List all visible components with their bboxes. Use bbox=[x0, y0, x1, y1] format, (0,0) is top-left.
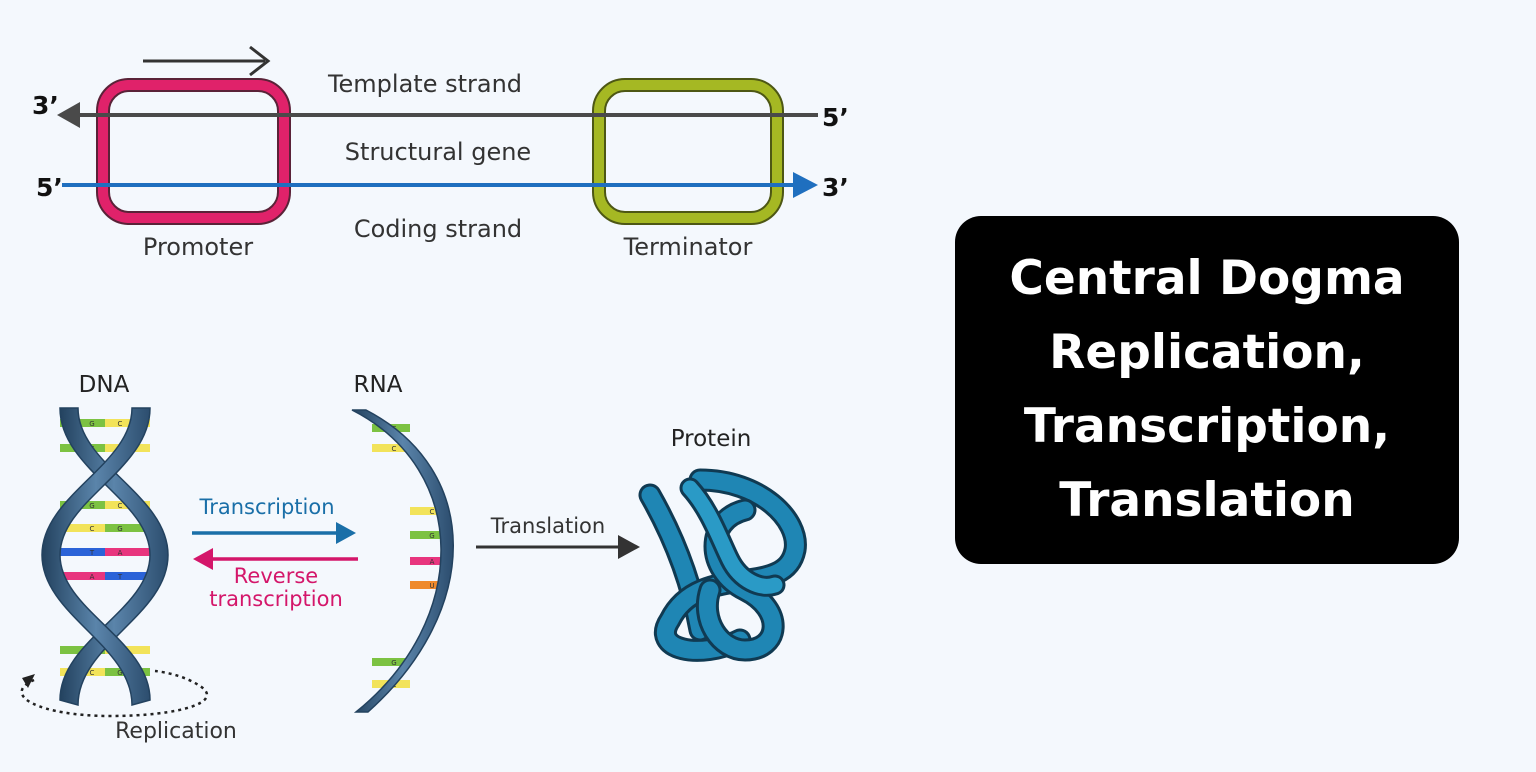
reverse-transcription-arrow bbox=[193, 548, 358, 570]
title-line-4: Translation bbox=[1059, 473, 1355, 528]
rna-base-letter: C bbox=[392, 445, 397, 453]
dna-base-g bbox=[60, 419, 105, 427]
direction-arrow bbox=[143, 45, 271, 77]
rna-base-letter: A bbox=[430, 558, 435, 566]
title-card: Central Dogma Replication, Transcription… bbox=[955, 216, 1459, 564]
dna-base-a bbox=[105, 548, 150, 556]
dna-base-letter: G bbox=[117, 525, 122, 533]
rna-base-c bbox=[410, 507, 448, 515]
protein-label: Protein bbox=[671, 426, 752, 452]
coding-right-end: 3’ bbox=[822, 173, 849, 202]
rna-base-g bbox=[372, 658, 410, 666]
dna-base-c bbox=[60, 524, 105, 532]
transcription-label: Transcription bbox=[198, 495, 334, 519]
reverse-transcription-label-line1: Reverse bbox=[234, 564, 318, 588]
template-strand-arrow bbox=[57, 102, 818, 128]
dna-base-g bbox=[105, 524, 150, 532]
replication-loop bbox=[20, 669, 208, 718]
coding-strand-label: Coding strand bbox=[354, 215, 522, 243]
title-line-2: Replication, bbox=[1049, 325, 1365, 380]
dna-base-c bbox=[105, 419, 150, 427]
dna-base-letter: G bbox=[117, 669, 122, 677]
dna-base-letter: C bbox=[118, 502, 123, 510]
rna-label: RNA bbox=[354, 372, 403, 398]
rna-base-letter: C bbox=[430, 508, 435, 516]
protein-icon bbox=[638, 468, 807, 662]
translation-label: Translation bbox=[490, 514, 605, 538]
title-line-3: Transcription, bbox=[1023, 399, 1391, 454]
dna-label: DNA bbox=[79, 372, 130, 398]
central-dogma-flow: DNA RNA Protein G C G C G C C G T A A T G C C G Replica… bbox=[20, 372, 807, 744]
terminator-box bbox=[592, 78, 784, 225]
dna-base-letter: C bbox=[90, 525, 95, 533]
translation-arrow bbox=[476, 535, 640, 559]
rna-base-letter: G bbox=[429, 532, 434, 540]
template-right-end: 5’ bbox=[822, 103, 849, 132]
promoter-label: Promoter bbox=[143, 233, 253, 261]
transcription-arrow bbox=[192, 522, 356, 544]
dna-base-letter: A bbox=[118, 549, 123, 557]
dna-base-letter: G bbox=[89, 420, 94, 428]
rna-strand: GCCGAUGC bbox=[351, 409, 454, 713]
dna-base-letter: C bbox=[90, 669, 95, 677]
promoter-box bbox=[96, 78, 291, 225]
template-strand-label: Template strand bbox=[327, 70, 522, 98]
dna-double-helix: GCGCGCCGTAATGCCG bbox=[41, 407, 169, 706]
rna-base-c bbox=[372, 444, 410, 452]
dna-base-letter: T bbox=[89, 549, 95, 557]
dna-base-t bbox=[105, 572, 150, 580]
dna-base-letter: G bbox=[89, 502, 94, 510]
coding-strand-arrow bbox=[62, 172, 818, 198]
dna-base-letter: C bbox=[118, 420, 123, 428]
terminator-label: Terminator bbox=[623, 233, 753, 261]
gene-structure-diagram: 3’ 5’ 5’ 3’ Template strand Structural g… bbox=[32, 45, 849, 261]
title-line-1: Central Dogma bbox=[1009, 251, 1405, 306]
rna-base-u bbox=[410, 581, 448, 589]
structural-gene-label: Structural gene bbox=[345, 138, 531, 166]
coding-left-end: 5’ bbox=[36, 173, 63, 202]
template-left-end: 3’ bbox=[32, 91, 59, 120]
dna-base-letter: A bbox=[90, 573, 95, 581]
reverse-transcription-label-line2: transcription bbox=[209, 587, 343, 611]
rna-base-letter: G bbox=[391, 659, 396, 667]
dna-base-letter: T bbox=[117, 573, 123, 581]
rna-bases: GCCGAUGC bbox=[372, 424, 448, 689]
rna-base-a bbox=[410, 557, 448, 565]
replication-label: Replication bbox=[115, 719, 237, 744]
dna-base-a bbox=[60, 572, 105, 580]
rna-base-letter: U bbox=[429, 582, 434, 590]
rna-base-g bbox=[410, 531, 448, 539]
dna-base-t bbox=[60, 548, 105, 556]
